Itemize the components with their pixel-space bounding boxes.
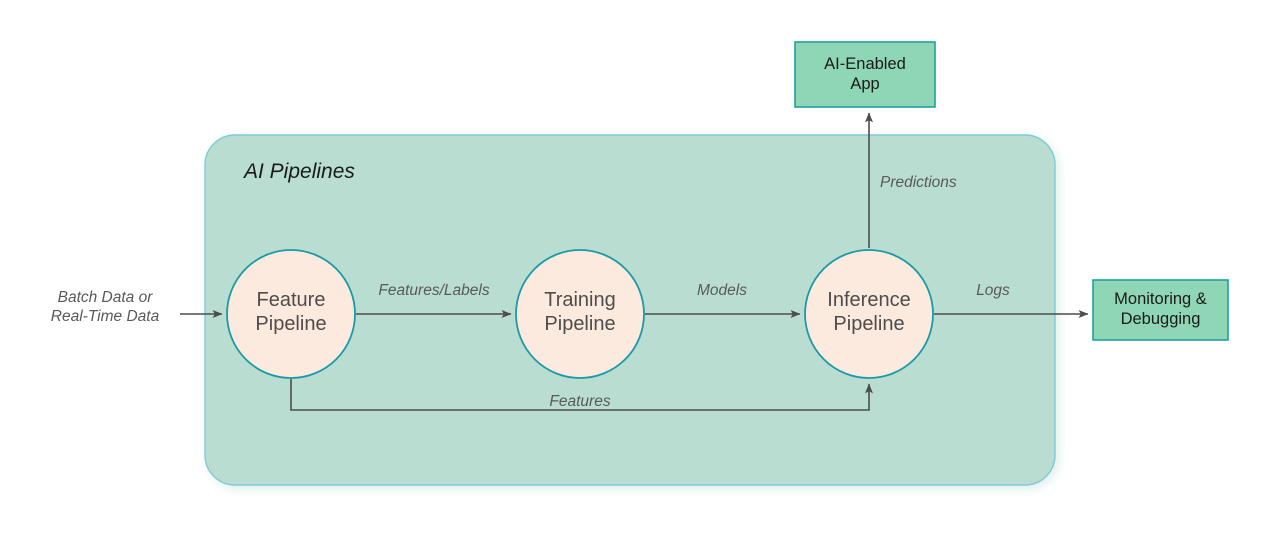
node-label-monitoring-debugging: Monitoring & Debugging: [1114, 290, 1207, 329]
group-title: AI Pipelines: [244, 160, 355, 183]
node-label-feature-pipeline: Feature Pipeline: [255, 289, 327, 336]
node-label-ai-enabled-app: AI-Enabled App: [824, 55, 906, 94]
edge-label-feature-to-training: Features/Labels: [378, 282, 490, 299]
edge-label-input-to-feature: Batch Data or Real-Time Data: [50, 289, 160, 325]
node-monitoring-debugging[interactable]: [1092, 279, 1229, 341]
edge-label-feature-to-inference: Features: [549, 393, 611, 410]
edge-label-inference-to-app: Predictions: [880, 174, 957, 191]
node-label-training-pipeline: Training Pipeline: [544, 289, 616, 336]
edges-layer: [180, 112, 1089, 411]
edge-feature-to-inference: [290, 379, 873, 411]
edge-label-training-to-inference: Models: [697, 282, 747, 299]
node-inference-pipeline[interactable]: [804, 249, 934, 379]
node-ai-enabled-app[interactable]: [794, 41, 936, 108]
node-training-pipeline[interactable]: [515, 249, 645, 379]
node-label-inference-pipeline: Inference Pipeline: [827, 289, 911, 336]
node-feature-pipeline[interactable]: [226, 249, 356, 379]
nodes-layer: [226, 41, 1229, 379]
edge-label-inference-to-monitoring: Logs: [976, 282, 1010, 299]
